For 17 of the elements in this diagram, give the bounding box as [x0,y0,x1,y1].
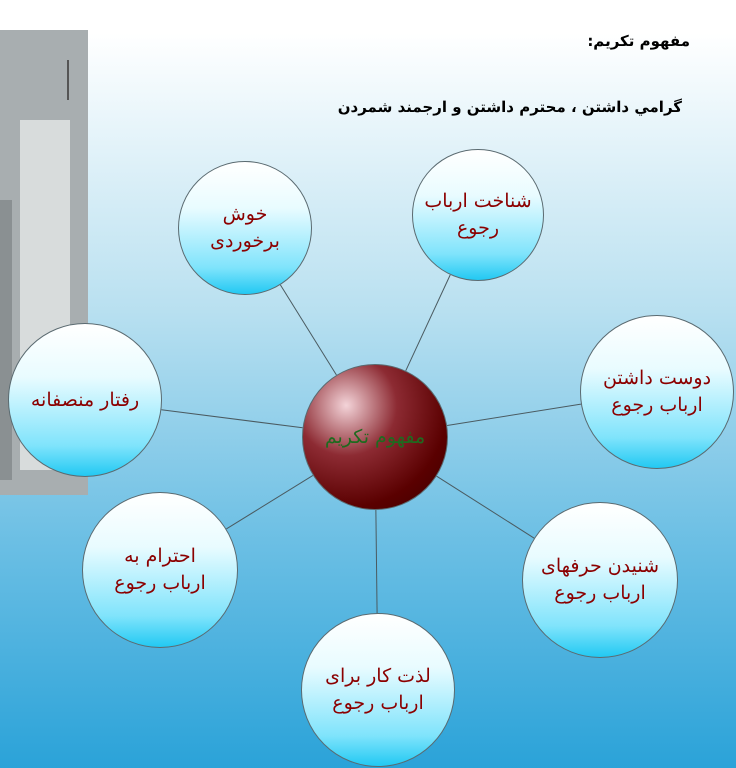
circle-label: احترام به ارباب رجوع [113,544,207,596]
circle-label: خوش برخوردی [209,202,281,254]
circle-label: دوست داشتن ارباب رجوع [602,366,712,418]
connector-line [160,409,304,428]
connector-line [446,404,582,426]
circle-label: رفتار منصفانه [30,388,140,413]
connector-line [226,474,314,530]
heading: مفهوم تکریم: [587,32,690,50]
connector-line [405,274,451,372]
circle-label: مفهوم تکریم [324,424,426,450]
connector-line [436,476,535,539]
circle-label: شنیدن حرفهای ارباب رجوع [540,554,660,606]
connector-line [280,284,337,376]
circle-label: لذت کار برای ارباب رجوع [324,664,432,716]
connector-line [375,510,378,614]
circle-label: شناخت ارباب رجوع [423,189,533,241]
definition-text: گرامي داشتن ، محترم داشتن و ارجمند شمردن [338,98,682,116]
